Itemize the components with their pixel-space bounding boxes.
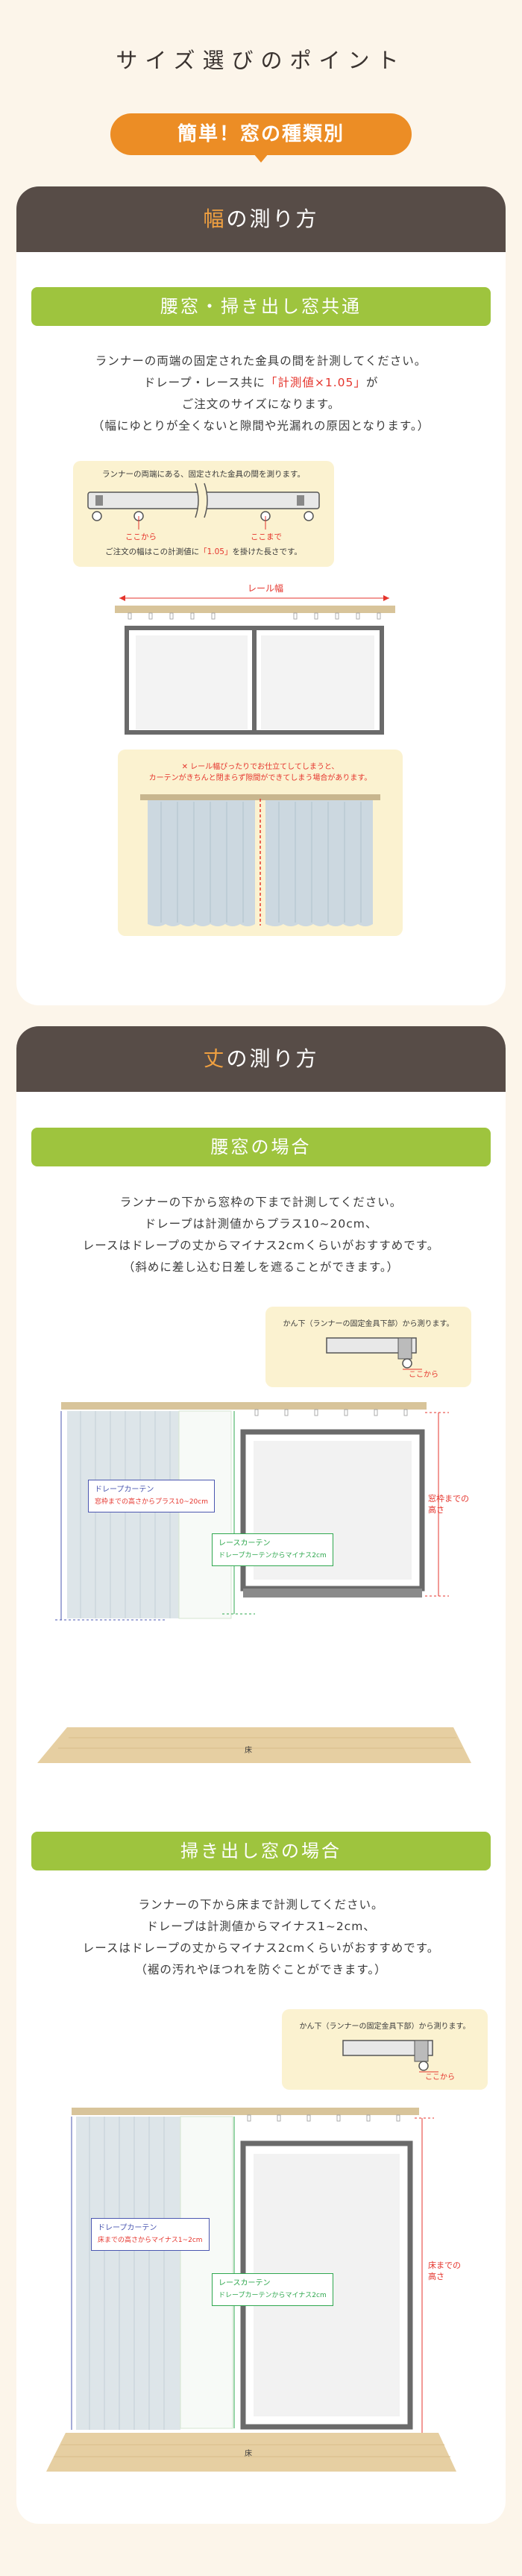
- waist-window-illustration: [55, 1402, 449, 1621]
- sweep-height-label: 床までの 高さ: [428, 2261, 461, 2281]
- waist-callout-runner: [326, 1337, 422, 1370]
- runner-note-left: ここから: [125, 533, 157, 541]
- length-card-header: 丈の測り方: [16, 1026, 506, 1092]
- sweep-green-bar: 掃き出し窓の場合: [31, 1832, 491, 1870]
- runner-note-box: ランナーの両端にある、固定された金具の間を測ります。 ここから ここまで ご注文…: [73, 461, 334, 567]
- sweep-floor-label: 床: [245, 2450, 252, 2458]
- sweep-callout-title: かん下（ランナーの固定金具下部）から測ります。: [299, 2023, 471, 2031]
- width-desc-line-2: ドレープ・レース共に「計測値×1.05」が: [143, 376, 379, 389]
- waist-callout: かん下（ランナーの固定金具下部）から測ります。 ここから: [265, 1307, 471, 1387]
- runner-note-bottom: ご注文の幅はこの計測値に「1.05」を掛けた長さです。: [105, 547, 302, 556]
- sweep-callout-runner: [342, 2040, 438, 2073]
- sweep-callout-here: ここから: [425, 2073, 455, 2082]
- length-title-rest: の測り方: [226, 1046, 319, 1071]
- sweep-callout: かん下（ランナーの固定金具下部）から測ります。 ここから: [282, 2009, 488, 2090]
- width-green-bar: 腰窓・掃き出し窓共通: [31, 287, 491, 326]
- window-width-illustration: [115, 595, 395, 735]
- waist-height-label: 窓枠までの 高さ: [428, 1494, 469, 1515]
- page-title: サイズ選びのポイント: [116, 48, 406, 73]
- waist-floor-illustration: [37, 1727, 471, 1763]
- warning-box: ✕ レール幅ぴったりでお仕立てしてしまうと、 カーテンがきちんと閉まらず隙間がで…: [118, 750, 403, 936]
- warning-text: ✕ レール幅ぴったりでお仕立てしてしまうと、 カーテンがきちんと閉まらず隙間がで…: [148, 763, 372, 782]
- runner-note-top: ランナーの両端にある、固定された金具の間を測ります。: [102, 470, 305, 479]
- width-description: ランナーの両端の固定された金具の間を計測してください。 ドレープ・レース共に「計…: [16, 351, 506, 437]
- curtain-gap-illustration: [140, 794, 380, 926]
- waist-floor-label: 床: [245, 1747, 252, 1755]
- runner-illustration: [87, 482, 320, 530]
- sweep-window-illustration: [46, 2108, 456, 2472]
- width-card: 幅の測り方 腰窓・掃き出し窓共通 ランナーの両端の固定された金具の間を計測してく…: [16, 186, 506, 1005]
- pill-pointer: [254, 154, 268, 163]
- sweep-drape-tag: ドレープカーテン 床までの高さからマイナス1~2cm: [91, 2218, 210, 2251]
- width-title-highlight: 幅: [203, 207, 227, 231]
- sweep-lace-tag: レースカーテン ドレープカーテンからマイナス2cm: [212, 2273, 333, 2306]
- width-desc-line-3: ご注文のサイズになります。: [181, 398, 341, 411]
- sweep-description: ランナーの下から床まで計測してください。 ドレープは計測値からマイナス1~2cm…: [82, 1898, 440, 1976]
- width-title-rest: の測り方: [226, 207, 319, 231]
- rail-width-label: レール幅: [248, 583, 284, 594]
- waist-callout-title: かん下（ランナーの固定金具下部）から測ります。: [283, 1320, 454, 1328]
- waist-lace-tag: レースカーテン ドレープカーテンからマイナス2cm: [212, 1533, 333, 1566]
- width-desc-line-1: ランナーの両端の固定された金具の間を計測してください。: [95, 354, 427, 368]
- width-card-header: 幅の測り方: [16, 186, 506, 252]
- waist-green-bar: 腰窓の場合: [31, 1128, 491, 1166]
- length-card: 丈の測り方 腰窓の場合 ランナーの下から窓枠の下まで計測してください。 ドレープ…: [16, 1026, 506, 2524]
- waist-drape-tag: ドレープカーテン 窓枠までの高さからプラス10~20cm: [88, 1480, 215, 1512]
- waist-description: ランナーの下から窓枠の下まで計測してください。 ドレープは計測値からプラス10~…: [82, 1196, 440, 1274]
- window-type-pill: 簡単！窓の種類別: [110, 113, 412, 155]
- waist-callout-here: ここから: [409, 1371, 438, 1379]
- width-desc-line-4: （幅にゆとりが全くないと隙間や光漏れの原因となります。）: [92, 419, 430, 433]
- length-title-highlight: 丈: [203, 1046, 227, 1071]
- runner-note-right: ここまで: [251, 533, 282, 541]
